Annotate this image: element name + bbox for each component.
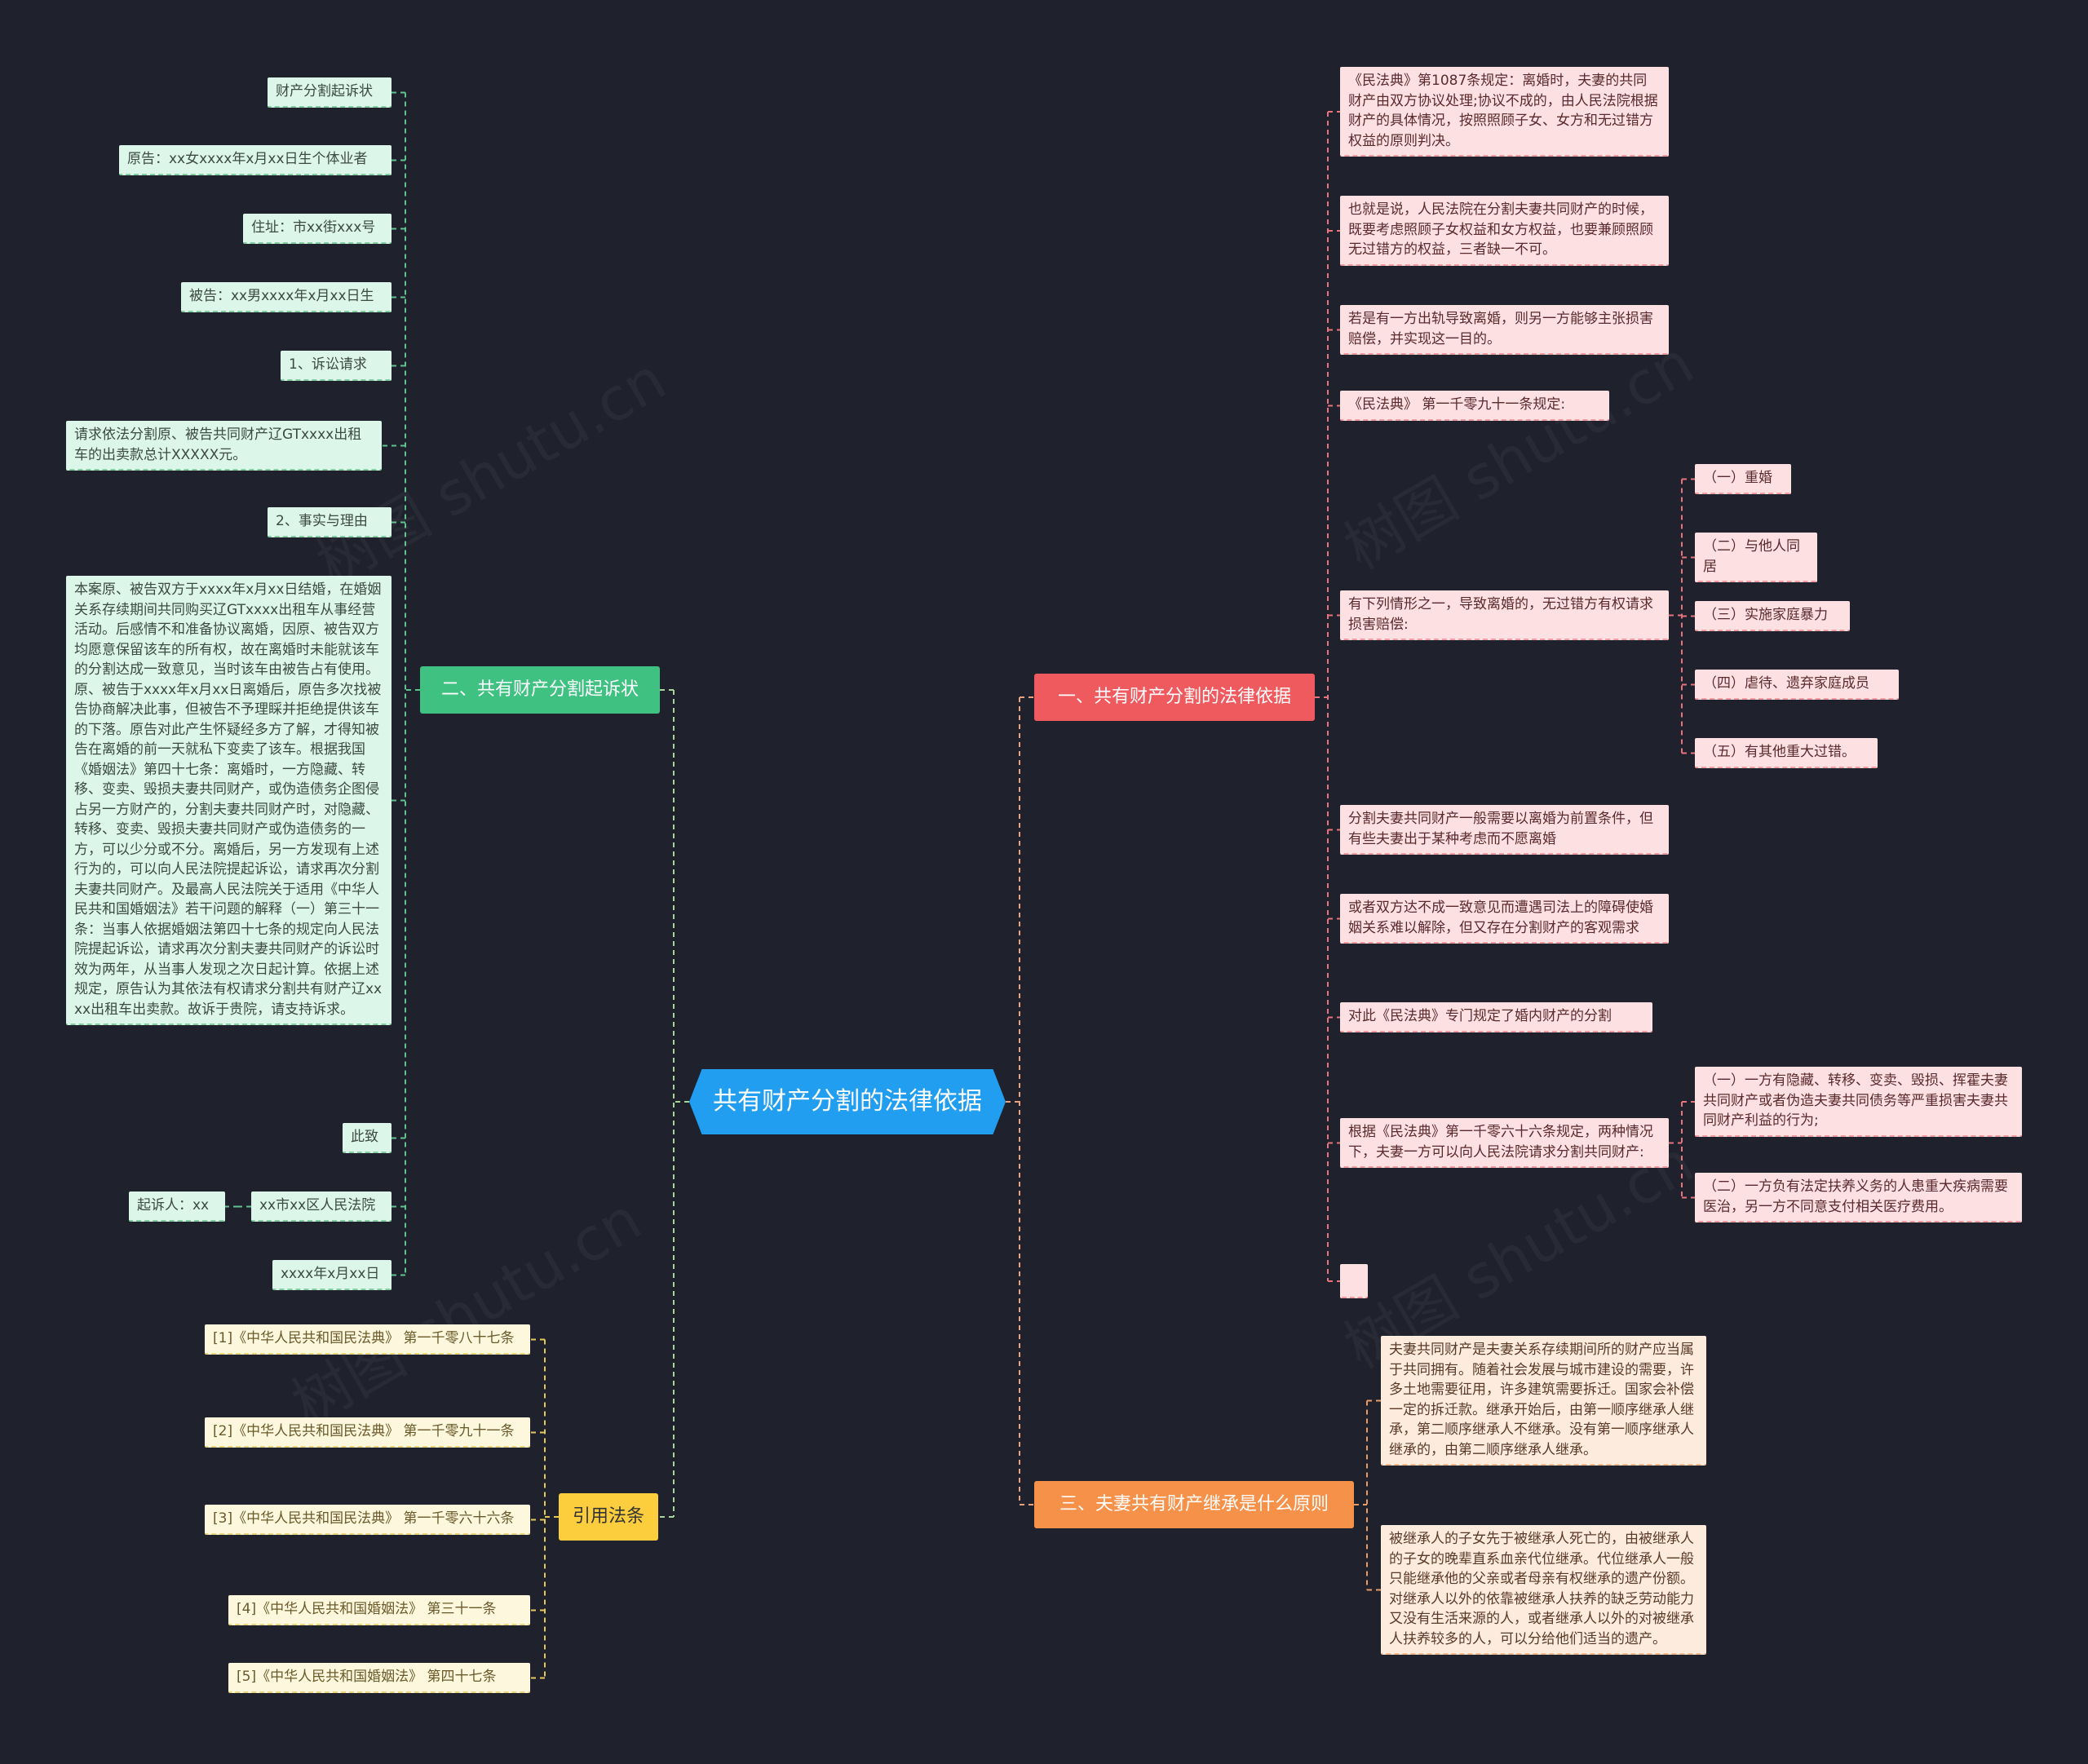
complaint-court[interactable]: xx市xx区人民法院: [251, 1191, 392, 1222]
branch-citations[interactable]: 引用法条: [559, 1493, 658, 1541]
complaint-heading[interactable]: 财产分割起诉状: [268, 77, 392, 108]
citation-1[interactable]: [1]《中华人民共和国民法典》 第一千零八十七条: [205, 1324, 530, 1355]
citation-5[interactable]: [5]《中华人民共和国婚姻法》 第四十七条: [228, 1663, 530, 1693]
basis-divorce-precondition[interactable]: 分割夫妻共同财产一般需要以离婚为前置条件，但有些夫妻出于某种考虑而不愿离婚: [1340, 805, 1669, 855]
inheritance-order[interactable]: 夫妻共同财产是夫妻关系存续期间所的财产应当属于共同拥有。随着社会发展与城市建设的…: [1381, 1336, 1706, 1466]
citation-2[interactable]: [2]《中华人民共和国民法典》 第一千零九十一条: [205, 1417, 530, 1448]
complaint-date[interactable]: xxxx年x月xx日: [272, 1260, 392, 1290]
inheritance-subrogation[interactable]: 被继承人的子女先于被继承人死亡的，由被继承人的子女的晚辈直系血亲代位继承。代位继…: [1381, 1525, 1706, 1655]
branch-legal-basis[interactable]: 一、共有财产分割的法律依据: [1034, 674, 1315, 721]
complaint-plaintiff[interactable]: 原告：xx女xxxx年x月xx日生个体业者: [119, 145, 392, 175]
damages-case-3[interactable]: （三）实施家庭暴力: [1695, 601, 1850, 631]
complaint-claims[interactable]: 请求依法分割原、被告共同财产辽GTxxxx出租车的出卖款总计XXXXX元。: [66, 421, 382, 471]
complaint-facts-heading[interactable]: 2、事实与理由: [268, 507, 392, 537]
marital-case-2[interactable]: （二）一方负有法定扶养义务的人患重大疾病需要医治，另一方不同意支付相关医疗费用。: [1695, 1173, 2022, 1222]
complaint-facts[interactable]: 本案原、被告双方于xxxx年x月xx日结婚，在婚姻关系存续期间共同购买辽GTxx…: [66, 576, 392, 1025]
complaint-complainant[interactable]: 起诉人：xx: [129, 1191, 225, 1222]
branch-inheritance[interactable]: 三、夫妻共有财产继承是什么原则: [1034, 1481, 1354, 1528]
complaint-address[interactable]: 住址：市xx街xxx号: [243, 214, 392, 244]
basis-judicial-obstacle[interactable]: 或者双方达不成一致意见而遭遇司法上的障碍使婚姻关系难以解除，但又存在分割财产的客…: [1340, 894, 1669, 944]
damages-case-5[interactable]: （五）有其他重大过错。: [1695, 738, 1878, 768]
damages-case-4[interactable]: （四）虐待、遗弃家庭成员: [1695, 670, 1899, 700]
basis-article-1066[interactable]: 根据《民法典》第一千零六十六条规定，两种情况下，夫妻一方可以向人民法院请求分割共…: [1340, 1118, 1669, 1168]
citation-4[interactable]: [4]《中华人民共和国婚姻法》 第三十一条: [228, 1595, 530, 1625]
basis-infidelity[interactable]: 若是有一方出轨导致离婚，则另一方能够主张损害赔偿，并实现这一目的。: [1340, 305, 1669, 355]
basis-empty-node[interactable]: [1340, 1264, 1368, 1298]
branch-complaint[interactable]: 二、共有财产分割起诉状: [420, 666, 660, 714]
complaint-claims-heading[interactable]: 1、诉讼请求: [281, 351, 392, 381]
basis-damages-cases[interactable]: 有下列情形之一，导致离婚的，无过错方有权请求损害赔偿:: [1340, 590, 1669, 640]
basis-explanation[interactable]: 也就是说，人民法院在分割夫妻共同财产的时候，既要考虑照顾子女权益和女方权益，也要…: [1340, 196, 1669, 266]
basis-article-1091[interactable]: 《民法典》 第一千零九十一条规定:: [1340, 391, 1609, 421]
citation-3[interactable]: [3]《中华人民共和国民法典》 第一千零六十六条: [205, 1505, 530, 1535]
basis-marital-division[interactable]: 对此《民法典》专门规定了婚内财产的分割: [1340, 1002, 1652, 1032]
complaint-closing[interactable]: 此致: [343, 1123, 392, 1153]
damages-case-1[interactable]: （一）重婚: [1695, 464, 1791, 494]
marital-case-1[interactable]: （一）一方有隐藏、转移、变卖、毁损、挥霍夫妻共同财产或者伪造夫妻共同债务等严重损…: [1695, 1067, 2022, 1137]
damages-case-2[interactable]: （二）与他人同居: [1695, 533, 1817, 582]
root-topic[interactable]: 共有财产分割的法律依据: [689, 1069, 1006, 1134]
basis-article-1087[interactable]: 《民法典》第1087条规定：离婚时，夫妻的共同财产由双方协议处理;协议不成的，由…: [1340, 67, 1669, 157]
complaint-defendant[interactable]: 被告：xx男xxxx年x月xx日生: [181, 282, 392, 312]
